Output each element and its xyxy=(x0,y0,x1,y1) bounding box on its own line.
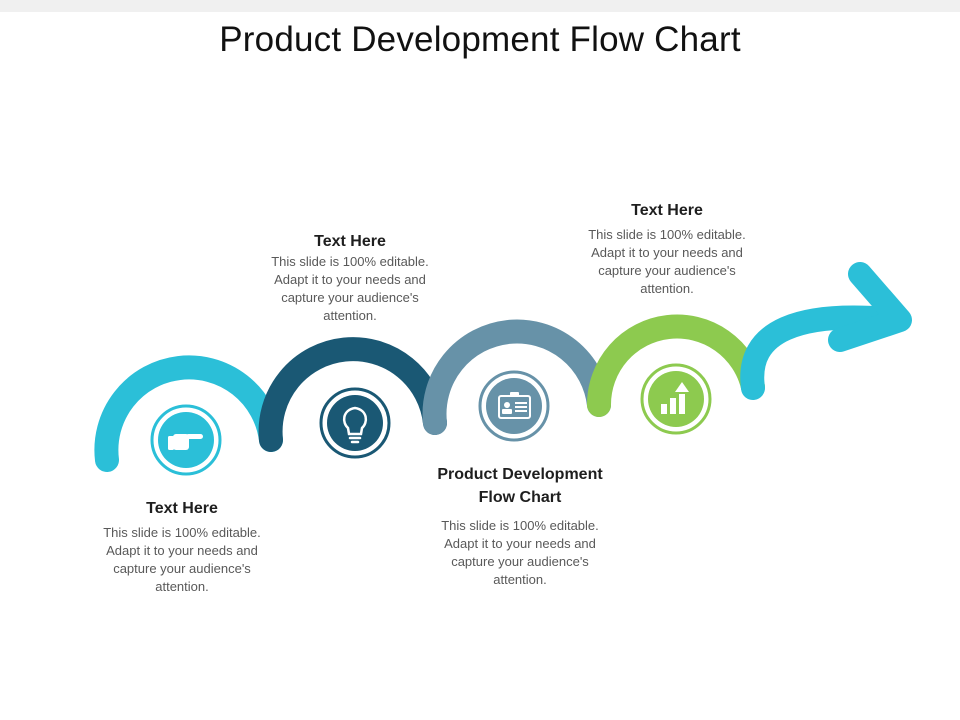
pointing-hand-icon xyxy=(168,434,203,450)
arc-stage-5-arrow xyxy=(740,305,910,400)
step-2-body: This slide is 100% editable. Adapt it to… xyxy=(271,254,429,323)
growth-chart-icon xyxy=(661,382,689,414)
step-4-text: Text Here This slide is 100% editable. A… xyxy=(577,199,757,298)
step-4-heading: Text Here xyxy=(631,202,703,219)
step-1-body: This slide is 100% editable. Adapt it to… xyxy=(103,525,261,594)
step-1-icon-circle xyxy=(150,404,222,476)
step-3-text: Product Development Flow Chart This slid… xyxy=(420,463,620,589)
step-1-text: Text Here This slide is 100% editable. A… xyxy=(92,497,272,596)
top-bar xyxy=(0,0,960,12)
arc-stage-4 xyxy=(586,314,765,417)
step-1-heading: Text Here xyxy=(146,500,218,517)
step-3-heading: Product Development Flow Chart xyxy=(437,466,603,506)
step-3-body: This slide is 100% editable. Adapt it to… xyxy=(441,518,599,587)
step-2-text: Text Here This slide is 100% editable. A… xyxy=(260,230,440,325)
arc-stage-3 xyxy=(422,319,611,435)
arrowhead-icon xyxy=(828,262,912,352)
step-3-icon-circle xyxy=(478,370,550,442)
arc-stage-1 xyxy=(94,355,283,472)
step-2-heading: Text Here xyxy=(314,233,386,250)
arc-stage-2 xyxy=(258,337,447,452)
lightbulb-icon xyxy=(342,406,368,444)
step-4-body: This slide is 100% editable. Adapt it to… xyxy=(588,227,746,296)
slide-title: Product Development Flow Chart xyxy=(219,20,741,59)
id-card-icon xyxy=(498,392,531,419)
step-2-icon-circle xyxy=(319,387,391,459)
step-4-icon-circle xyxy=(640,363,712,435)
